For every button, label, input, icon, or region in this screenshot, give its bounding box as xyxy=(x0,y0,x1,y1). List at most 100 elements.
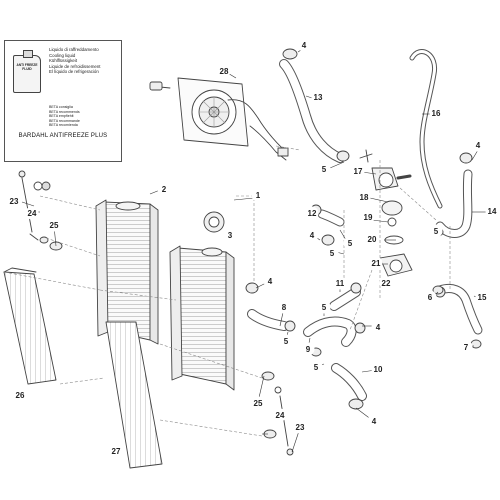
callout-9: 9 xyxy=(306,345,311,354)
callout-bubble xyxy=(459,340,473,354)
callout-1: 1 xyxy=(256,191,261,200)
callout-5: 5 xyxy=(348,239,353,248)
mount-hardware-left xyxy=(18,170,63,251)
cooling-fan xyxy=(149,77,289,161)
coolant-can-icon xyxy=(13,55,41,93)
callout-21: 21 xyxy=(372,259,381,268)
callout-13: 13 xyxy=(314,93,323,102)
callout-bubble xyxy=(25,206,39,220)
coolant-line-en: Cooling liquid xyxy=(49,52,76,58)
callout-18: 18 xyxy=(360,193,369,202)
hose-clamp xyxy=(354,322,366,334)
callout-17: 17 xyxy=(354,167,363,176)
callout-bubble xyxy=(361,210,375,224)
callout-14: 14 xyxy=(488,207,497,216)
radiator-guard-left xyxy=(3,267,57,385)
callout-bubble xyxy=(277,300,291,314)
callout-24: 24 xyxy=(28,209,37,218)
coolant-line-de: Kühlflüssigkeit xyxy=(49,58,78,64)
callout-bubble xyxy=(429,224,443,238)
callout-bubble xyxy=(13,388,27,402)
callout-5: 5 xyxy=(314,363,319,372)
callout-bubble xyxy=(273,408,287,422)
callout-bubble xyxy=(485,204,499,218)
vent-hose-16 xyxy=(409,49,443,209)
callout-4: 4 xyxy=(476,141,481,150)
callout-10: 10 xyxy=(374,365,383,374)
callout-bubble xyxy=(263,274,277,288)
radiator-guard-right xyxy=(105,321,163,469)
coolant-description: Liquido di raffreddamento Cooling liquid… xyxy=(49,47,121,75)
callout-bubble xyxy=(369,256,383,270)
callout-bubble xyxy=(471,138,485,152)
callout-bubble xyxy=(371,362,385,376)
hose-clamp xyxy=(459,152,473,164)
beta-line-it: BETA consiglia xyxy=(49,105,73,109)
callout-bubble xyxy=(367,414,381,428)
callout-22: 22 xyxy=(382,279,391,288)
callout-23: 23 xyxy=(296,423,305,432)
callout-bubble xyxy=(305,228,319,242)
left-radiator xyxy=(95,199,159,345)
callout-bubble xyxy=(317,162,331,176)
callout-7: 7 xyxy=(464,343,469,352)
beta-line-fr: BETA recommande xyxy=(49,118,80,123)
hose-clamp xyxy=(432,285,444,295)
callout-28: 28 xyxy=(220,67,229,76)
hose-clamp xyxy=(282,48,298,60)
callout-27: 27 xyxy=(112,447,121,456)
hose-clamp xyxy=(348,398,364,410)
callout-bubble xyxy=(371,320,385,334)
callout-bubble xyxy=(47,218,61,232)
callout-4: 4 xyxy=(372,417,377,426)
callout-5: 5 xyxy=(284,337,289,346)
callout-4: 4 xyxy=(376,323,381,332)
callout-bubble xyxy=(217,64,231,78)
callout-11: 11 xyxy=(336,279,345,288)
callout-bubble xyxy=(251,188,265,202)
beta-recommendation: BETA consiglia BETA recommends BETA empf… xyxy=(49,105,121,128)
callout-bubble xyxy=(223,228,237,242)
callout-12: 12 xyxy=(308,209,317,218)
callout-4: 4 xyxy=(268,277,273,286)
can-label: ANTI FREEZE FLUID xyxy=(16,63,38,71)
callout-bubble xyxy=(317,300,331,314)
beta-line-es: BETA recomienda xyxy=(49,123,78,128)
product-name: BARDAHL ANTIFREEZE PLUS xyxy=(18,133,108,139)
callout-bubble xyxy=(251,396,265,410)
callout-25: 25 xyxy=(254,399,263,408)
callout-bubble xyxy=(297,38,311,52)
beta-line-en: BETA recommends xyxy=(49,109,80,114)
hose-clamp xyxy=(245,282,259,294)
callout-23: 23 xyxy=(10,197,19,206)
callout-bubble xyxy=(309,360,323,374)
right-radiator xyxy=(169,245,235,391)
callout-3: 3 xyxy=(228,231,233,240)
can-cap-icon xyxy=(23,50,33,58)
callout-5: 5 xyxy=(434,227,439,236)
reference-lines xyxy=(3,145,451,437)
callout-bubble xyxy=(293,420,307,434)
callout-4: 4 xyxy=(310,231,315,240)
callout-bubble xyxy=(379,276,393,290)
callout-5: 5 xyxy=(330,249,335,258)
callout-bubble xyxy=(305,206,319,220)
hose-clamp xyxy=(284,320,296,332)
callout-15: 15 xyxy=(478,293,487,302)
hose-clamp xyxy=(336,150,350,162)
callout-bubble xyxy=(343,236,357,250)
hose-clamp xyxy=(470,339,482,349)
coolant-line-it: Liquido di raffreddamento xyxy=(49,47,99,52)
callout-bubble xyxy=(423,290,437,304)
coolant-line-fr: Liquide de refroidissement xyxy=(49,63,101,69)
callout-bubble xyxy=(429,106,443,120)
callout-8: 8 xyxy=(282,303,287,312)
callout-25: 25 xyxy=(50,221,59,230)
callout-20: 20 xyxy=(368,235,377,244)
callout-numbers: 4 28 13 16 5 4 17 18 14 2 1 23 24 25 3 1… xyxy=(7,38,499,458)
callout-bubble xyxy=(157,182,171,196)
callout-bubble xyxy=(7,194,21,208)
callout-5: 5 xyxy=(322,303,327,312)
callout-24: 24 xyxy=(276,411,285,420)
